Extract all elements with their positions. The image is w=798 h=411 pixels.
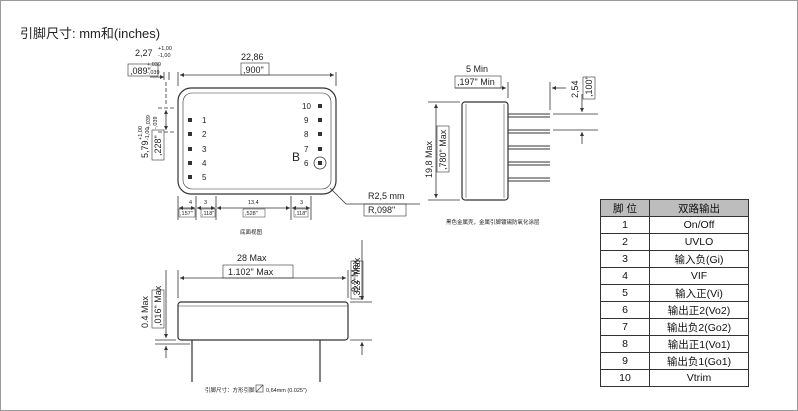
svg-text:,528": ,528" [245, 211, 258, 217]
pin-function-cell: 输出正2(Vo2) [649, 301, 749, 319]
svg-text:+1,00: +1,00 [158, 46, 172, 52]
pin-function-cell: 输入正(Vi) [649, 284, 749, 302]
height-in-label: ,228" [153, 135, 163, 156]
svg-text:-,039: -,039 [153, 116, 159, 129]
svg-text:,157": ,157" [180, 211, 193, 217]
svg-text:,118": ,118" [202, 211, 214, 217]
pin-function-cell: On/Off [649, 216, 749, 234]
pitch-mm-label: 2,54 [570, 80, 580, 98]
pin-offset-mm-label: 2,27 [135, 48, 153, 58]
side-height-mm-label: 19,8 Max [424, 140, 434, 178]
svg-text:-1,00: -1,00 [158, 53, 171, 59]
pin-function-cell: Vtrim [649, 369, 749, 387]
svg-text:+,039: +,039 [147, 62, 161, 68]
pin-function-cell: 输出负1(Go1) [649, 352, 749, 370]
width-in-label: ,900" [243, 65, 264, 75]
bottom-view-caption: 底面视图 [240, 228, 263, 236]
min5-mm-label: 5 Min [466, 64, 488, 74]
pin-number-cell: 9 [600, 352, 650, 370]
pin-function-cell: 输入负(Gi) [649, 250, 749, 268]
front-width-in-label: 1.102" Max [228, 267, 274, 277]
svg-text:-,039: -,039 [147, 70, 160, 76]
pin-number-cell: 1 [600, 216, 650, 234]
pin-number-cell: 5 [600, 284, 650, 302]
side-view-note: 黑色金属壳，金属引脚镀锡防氧化涂层 [446, 218, 540, 226]
side-view-body [461, 101, 509, 201]
front-width-mm-label: 28 Max [237, 253, 267, 263]
pin-number-cell: 4 [600, 267, 650, 285]
svg-text:-1,00: -1,00 [145, 127, 151, 140]
pin-size-caption: 引脚尺寸：方形引脚 [205, 386, 255, 394]
side-pins [508, 113, 550, 182]
svg-text:3: 3 [300, 200, 303, 206]
bottom-view-pins [188, 104, 322, 179]
pin-label-9: 9 [304, 116, 309, 125]
pin-size-caption-2: 0,64mm (0.025") [266, 388, 307, 394]
radius-in-label: R,098" [368, 205, 395, 215]
front-height-in-label: ,323" Max [352, 257, 362, 298]
pin-label-5: 5 [202, 173, 207, 182]
table-header-row: 脚 位 双路输出 [600, 199, 749, 217]
pitch-in-label: ,100" [584, 76, 594, 97]
pin-number-cell: 8 [600, 335, 650, 353]
pin-offset-in-label: ,089" [130, 66, 151, 76]
svg-text:+1,00: +1,00 [138, 126, 144, 140]
table-header-function: 双路输出 [649, 199, 749, 217]
pin-function-cell: 输出负2(Go2) [649, 318, 749, 336]
pin-b-label: B [292, 150, 300, 164]
pin-label-2: 2 [202, 130, 207, 139]
svg-text:,118": ,118" [295, 211, 307, 217]
pin-label-7: 7 [304, 145, 309, 154]
width-mm-label: 22,86 [241, 52, 264, 62]
svg-text:13,4: 13,4 [248, 200, 259, 206]
pin-label-10: 10 [302, 102, 311, 111]
front-gap-in-label: ,016" Max [153, 285, 163, 326]
bottom-view-outline [177, 87, 337, 195]
table-header-pin: 脚 位 [600, 199, 650, 217]
front-height-mm-label: 8.2 Max [350, 259, 360, 292]
svg-text:4: 4 [189, 200, 192, 206]
pin-number-cell: 3 [600, 250, 650, 268]
pin-number-cell: 7 [600, 318, 650, 336]
pin-function-cell: UVLO [649, 233, 749, 251]
height-mm-label: 5,79 [140, 140, 150, 158]
front-view-body [177, 301, 349, 341]
svg-text:+,039: +,039 [146, 115, 152, 129]
pin-label-6: 6 [304, 159, 309, 168]
radius-mm-label: R2,5 mm [368, 191, 405, 201]
pin-label-4: 4 [202, 159, 207, 168]
svg-text:3: 3 [204, 200, 207, 206]
front-gap-mm-label: 0.4 Max [140, 295, 150, 328]
pin-label-1: 1 [202, 116, 207, 125]
pin-number-cell: 2 [600, 233, 650, 251]
pin-function-cell: VIF [649, 267, 749, 285]
pin-label-3: 3 [202, 145, 207, 154]
pin-number-cell: 6 [600, 301, 650, 319]
side-height-in-label: ,780" Max [438, 129, 448, 170]
page-title: 引脚尺寸: mm和(inches) [20, 26, 161, 41]
pin-function-cell: 输出正1(Vo1) [649, 335, 749, 353]
pin-b-marker [313, 156, 327, 170]
pin-label-8: 8 [304, 130, 309, 139]
min5-in-label: ,197" Min [457, 77, 495, 87]
pin-number-cell: 10 [600, 369, 650, 387]
